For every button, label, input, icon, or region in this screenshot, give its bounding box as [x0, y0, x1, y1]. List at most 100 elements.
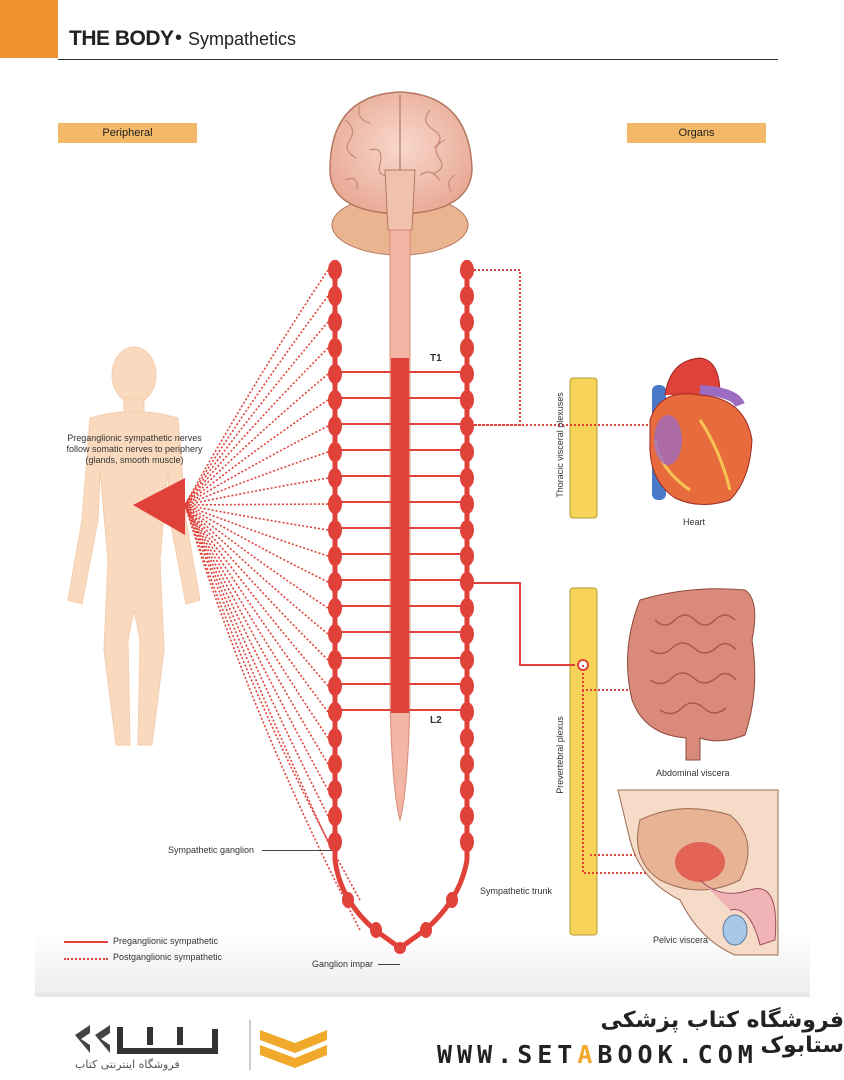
- left-ganglion: [328, 416, 342, 436]
- preganglionic-rungs: [340, 371, 462, 711]
- label-t1: T1: [430, 353, 442, 364]
- left-ganglion: [328, 832, 342, 852]
- abdominal-preganglionic-line: [470, 582, 575, 666]
- right-ganglion: [460, 650, 474, 670]
- sacral-ganglion: [446, 892, 458, 908]
- legend-solid-swatch: [64, 941, 108, 943]
- left-ganglion: [328, 390, 342, 410]
- left-ganglion: [328, 728, 342, 748]
- pelvic-viscera: [617, 789, 779, 956]
- setabook-logo: [75, 1020, 327, 1070]
- right-ganglion: [460, 286, 474, 306]
- ganglion-impar: [394, 942, 406, 954]
- label-heart: Heart: [683, 517, 706, 527]
- left-ganglion-chain: [328, 260, 470, 954]
- thoracic-plexus-bar: [569, 377, 598, 519]
- postganglionic-fan-line: [184, 399, 329, 506]
- left-ganglion: [328, 806, 342, 826]
- postganglionic-fan-line: [184, 295, 329, 506]
- left-ganglion: [328, 676, 342, 696]
- footer-divider: [35, 993, 810, 997]
- left-ganglion: [328, 286, 342, 306]
- label-ganglion-impar: Ganglion impar: [312, 959, 374, 969]
- header-rule: [58, 59, 778, 60]
- postganglionic-fan-line: [184, 477, 329, 506]
- right-ganglion: [460, 520, 474, 540]
- left-ganglion: [328, 338, 342, 358]
- right-ganglion: [460, 494, 474, 514]
- postganglionic-fan-line: [184, 504, 329, 765]
- right-ganglion: [460, 390, 474, 410]
- ganglion-leader-line: [262, 850, 332, 851]
- postganglionic-fan-line: [184, 347, 329, 506]
- left-ganglion: [328, 364, 342, 384]
- left-ganglion: [328, 468, 342, 488]
- sacral-ganglion: [370, 922, 382, 938]
- prevertebral-plexus-bar: [569, 587, 598, 936]
- postganglionic-fan-line: [184, 425, 329, 506]
- left-ganglion: [328, 494, 342, 514]
- label-prevertebral-plexus: Prevertebral plexus: [555, 716, 565, 794]
- url-part-a: WWW.SET: [437, 1040, 578, 1069]
- right-ganglion: [460, 468, 474, 488]
- page-title: THE BODY: [69, 27, 174, 50]
- bottom-shade: [35, 930, 810, 993]
- label-abdominal-viscera: Abdominal viscera: [656, 768, 730, 778]
- footer-store-name: فروشگاه کتاب پزشکی ستابوک: [600, 1008, 844, 1058]
- right-ganglion: [460, 728, 474, 748]
- right-ganglion: [460, 442, 474, 462]
- right-ganglion: [460, 312, 474, 332]
- logo-caption: فروشگاه اینترنتی کتاب: [75, 1058, 180, 1071]
- postganglionic-fan-line: [184, 504, 361, 931]
- right-ganglion: [460, 702, 474, 722]
- sympathetic-diagram: [35, 91, 810, 993]
- right-ganglion: [460, 364, 474, 384]
- postganglionic-fan-line: [184, 504, 329, 843]
- title-separator: •: [175, 27, 183, 49]
- right-ganglion: [460, 754, 474, 774]
- left-ganglion: [328, 598, 342, 618]
- postganglionic-fan-line: [184, 504, 329, 531]
- abdominal-viscera: [627, 588, 756, 761]
- brain: [329, 91, 473, 256]
- right-ganglion: [460, 546, 474, 566]
- right-ganglion: [460, 676, 474, 696]
- note-line-1: Preganglionic sympathetic nerves: [67, 433, 202, 443]
- postganglionic-fan-lines: [184, 269, 361, 931]
- left-ganglion: [328, 260, 342, 280]
- postganglionic-fan-line: [184, 504, 361, 901]
- postganglionic-fan-line: [184, 503, 329, 506]
- footer-url[interactable]: WWW.SETABOOK.COM: [437, 1040, 758, 1069]
- right-ganglion: [460, 806, 474, 826]
- impar-leader-line: [378, 964, 400, 965]
- legend-pre-label: Preganglionic sympathetic: [113, 936, 219, 946]
- right-ganglion: [460, 598, 474, 618]
- left-ganglion: [328, 312, 342, 332]
- heart-postganglionic-lines: [470, 269, 676, 426]
- thoracolumbar-segment: [391, 358, 409, 713]
- legend-post-label: Postganglionic sympathetic: [113, 952, 223, 962]
- label-sympathetic-ganglion: Sympathetic ganglion: [168, 845, 255, 855]
- postganglionic-fan-line: [184, 321, 329, 506]
- postganglionic-fan-line: [184, 504, 329, 583]
- left-ganglion: [328, 650, 342, 670]
- heart: [649, 357, 753, 505]
- postganglionic-fan-line: [184, 504, 329, 713]
- note-line-3: (glands, smooth muscle): [85, 455, 184, 465]
- note-line-2: follow somatic nerves to periphery: [66, 444, 203, 454]
- right-ganglion-chain: [460, 260, 474, 852]
- right-ganglion: [460, 624, 474, 644]
- postganglionic-fan-line: [184, 504, 329, 739]
- url-part-c: BOOK.COM: [597, 1040, 758, 1069]
- right-ganglion: [460, 416, 474, 436]
- periphery-arrow: [133, 478, 185, 535]
- section-label-organs: Organs: [627, 123, 766, 143]
- left-ganglion: [328, 754, 342, 774]
- left-ganglion: [328, 572, 342, 592]
- left-ganglion: [328, 624, 342, 644]
- section-label-peripheral: Peripheral: [58, 123, 197, 143]
- page-subtitle: Sympathetics: [188, 29, 297, 49]
- preganglionic-note: Preganglionic sympathetic nerves follow …: [42, 433, 227, 466]
- left-ganglion: [328, 442, 342, 462]
- left-ganglion: [328, 780, 342, 800]
